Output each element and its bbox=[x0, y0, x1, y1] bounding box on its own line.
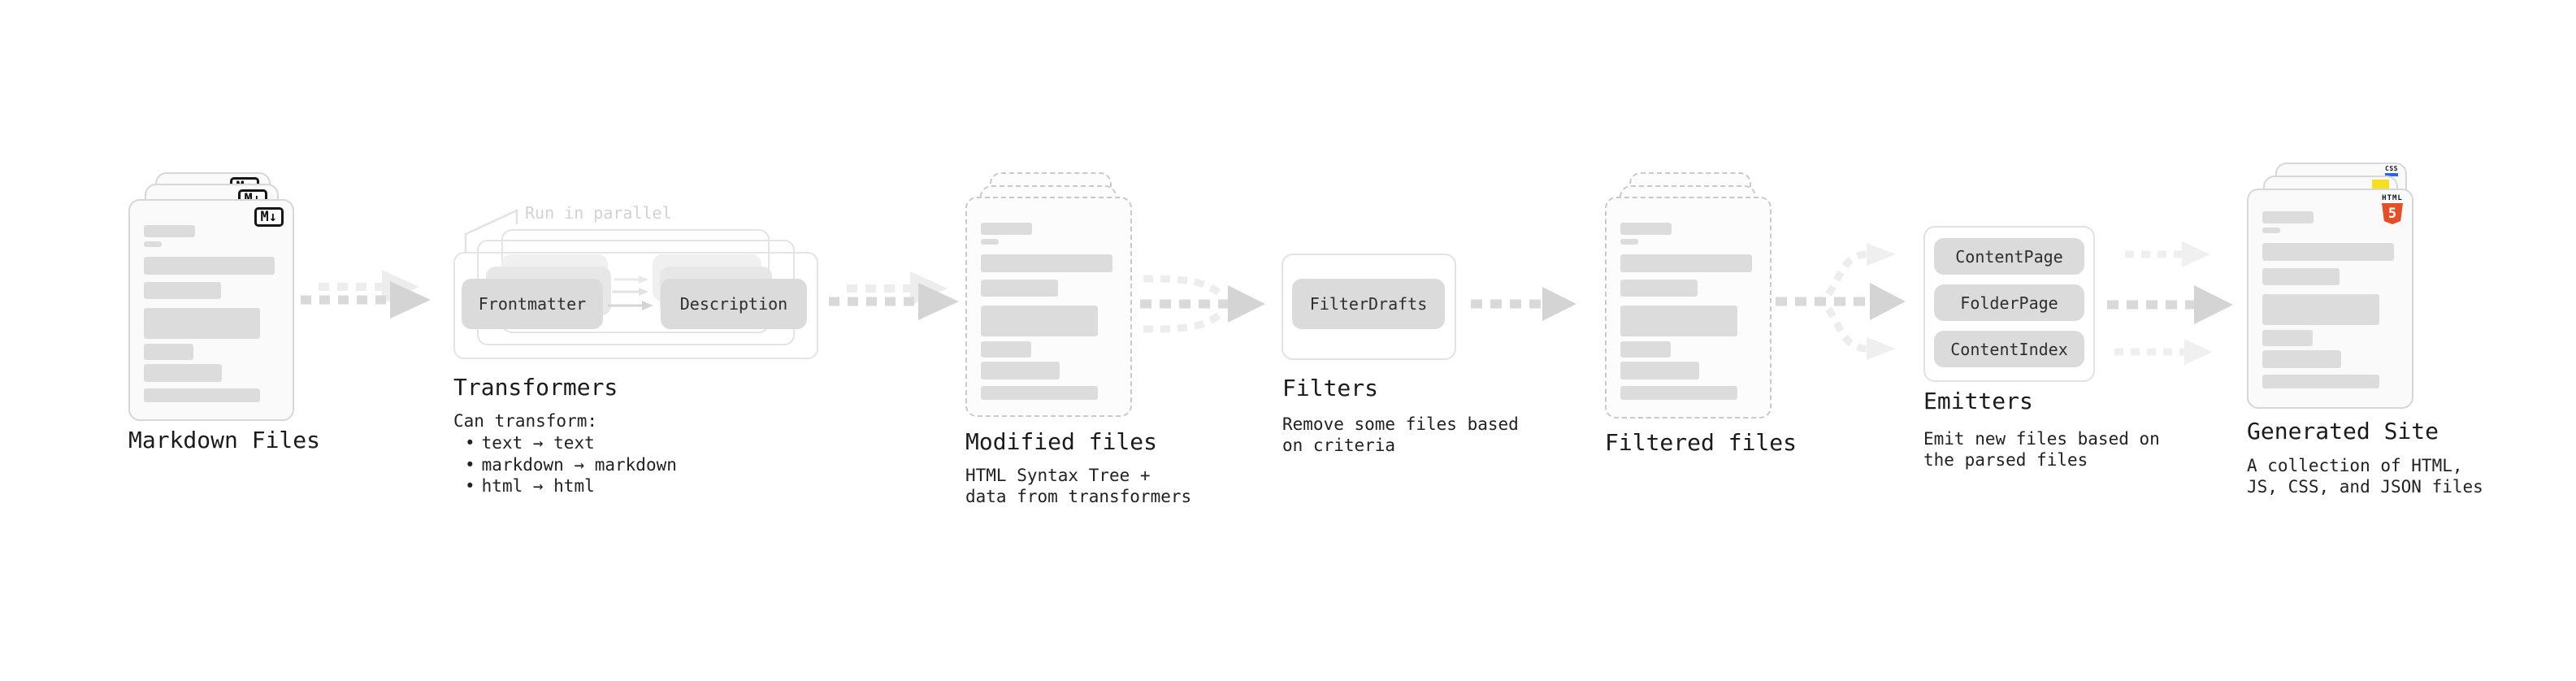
bullet-item: •html → html bbox=[465, 476, 595, 496]
arrow-transformers-to-modified bbox=[829, 271, 959, 320]
filtered-files-stack bbox=[1605, 172, 1800, 432]
contentpage-chip: ContentPage bbox=[1934, 238, 2084, 275]
emitters-label: Emitters bbox=[1923, 388, 2033, 414]
folderpage-chip: FolderPage bbox=[1934, 284, 2084, 321]
html-file-card: HTML 5 bbox=[2247, 189, 2413, 409]
generated-site-stack: CSS HTML 5 bbox=[2247, 163, 2447, 423]
css-file-icon: CSS bbox=[2385, 166, 2398, 176]
markdown-icon: M↓ bbox=[254, 207, 284, 227]
modified-files-label: Modified files bbox=[965, 428, 1158, 455]
markdown-files-label: Markdown Files bbox=[128, 427, 321, 453]
document-skeleton bbox=[981, 223, 1117, 400]
bullet-item: •text → text bbox=[465, 433, 595, 453]
modified-file-card-front bbox=[965, 197, 1132, 417]
run-in-parallel-note: Run in parallel bbox=[525, 203, 672, 223]
transformers-bullet-list: •text → text •markdown → markdown •html … bbox=[465, 432, 677, 497]
generated-site-label: Generated Site bbox=[2247, 418, 2439, 445]
arrow-markdown-to-transformers bbox=[301, 270, 431, 319]
html5-icon: HTML 5 bbox=[2382, 194, 2403, 224]
markdown-file-card-front: M↓ bbox=[128, 199, 294, 421]
transformer-layer-front bbox=[453, 252, 818, 359]
arrows-emitters-to-generated bbox=[2107, 241, 2233, 365]
filtered-file-card-front bbox=[1605, 197, 1772, 419]
generated-site-subtitle: A collection of HTML, JS, CSS, and JSON … bbox=[2247, 456, 2483, 497]
filters-label: Filters bbox=[1282, 375, 1379, 401]
note-leader-line bbox=[464, 209, 518, 252]
description-chip: Description bbox=[661, 279, 807, 329]
document-skeleton bbox=[1620, 223, 1756, 400]
markdown-files-stack: M↓ M↓ M↓ bbox=[128, 160, 328, 428]
emitters-subtitle: Emit new files based on the parsed files bbox=[1923, 429, 2160, 470]
arrow-filters-to-filtered bbox=[1471, 287, 1576, 321]
transformers-group: Run in parallel Frontmatter Description bbox=[453, 203, 827, 367]
js-file-icon bbox=[2372, 180, 2389, 189]
transformers-label: Transformers bbox=[453, 374, 618, 401]
arrow-filtered-to-emitters-fan-out bbox=[1776, 243, 1906, 360]
arrow-modified-to-filters-fan-in bbox=[1140, 275, 1265, 333]
bullet-item: •markdown → markdown bbox=[465, 454, 677, 475]
transformers-description-heading: Can transform: bbox=[453, 411, 598, 431]
filterdrafts-chip: FilterDrafts bbox=[1292, 279, 1445, 329]
modified-files-stack bbox=[965, 172, 1160, 432]
document-skeleton bbox=[2262, 211, 2398, 388]
filters-subtitle: Remove some files based on criteria bbox=[1282, 414, 1519, 455]
parallel-run-arrows bbox=[608, 275, 653, 310]
filtered-files-label: Filtered files bbox=[1605, 429, 1798, 456]
contentindex-chip: ContentIndex bbox=[1934, 331, 2084, 367]
frontmatter-chip: Frontmatter bbox=[462, 279, 603, 329]
document-skeleton bbox=[144, 225, 279, 402]
modified-files-subtitle: HTML Syntax Tree + data from transformer… bbox=[965, 466, 1192, 506]
